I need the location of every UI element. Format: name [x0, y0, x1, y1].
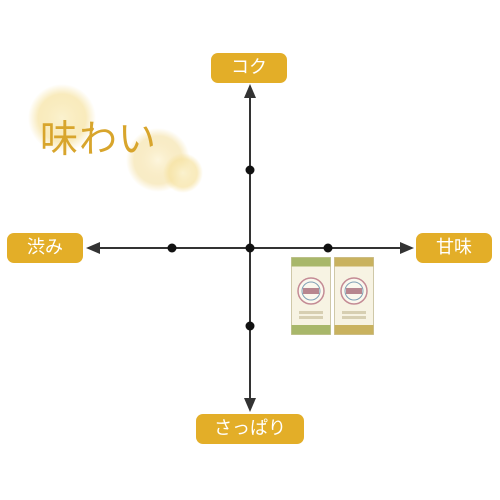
axis-label-left: 渋み	[7, 233, 83, 263]
arrow-left-icon	[86, 242, 100, 254]
arrow-up-icon	[244, 84, 256, 98]
arrow-right-icon	[400, 242, 414, 254]
product-pack-image	[291, 257, 331, 335]
title-area: 味わい	[22, 88, 212, 198]
tick-dot-right	[323, 243, 333, 253]
tick-dot-top	[245, 165, 255, 175]
product-pack-image	[334, 257, 374, 335]
tick-dot-left	[167, 243, 177, 253]
arrow-down-icon	[244, 398, 256, 412]
axis-label-bottom: さっぱり	[196, 414, 304, 444]
title-bokeh-decoration	[28, 84, 203, 193]
axis-label-right: 甘味	[416, 233, 492, 263]
title-text: 味わい	[40, 117, 158, 161]
axis-label-top: コク	[211, 53, 287, 83]
tick-dot-center	[245, 243, 255, 253]
tick-dot-bottom	[245, 321, 255, 331]
